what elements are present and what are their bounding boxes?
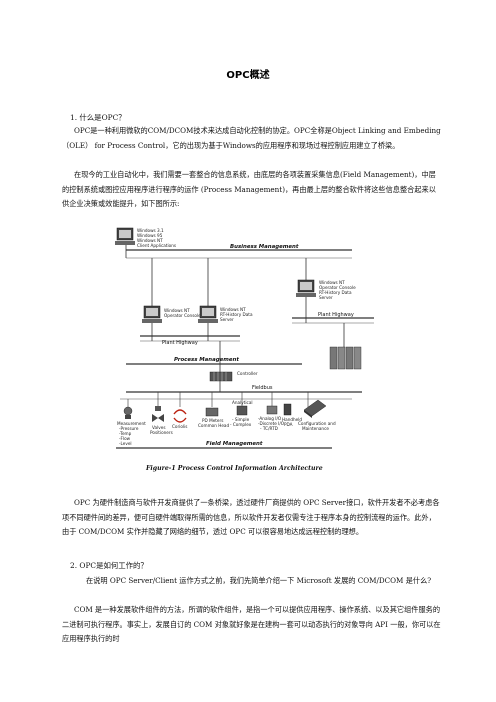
handheld-label: Handheld xyxy=(282,417,302,422)
discrete-io-label: -Discrete I/O xyxy=(258,421,285,426)
section2-paragraph-1: 在说明 OPC Server/Client 运作方式之前，我们先简单介绍一下 M… xyxy=(86,576,432,585)
positioners-label: Positioners xyxy=(150,430,173,435)
measurement-temp: -Temp xyxy=(119,431,132,436)
analyzer-icon xyxy=(236,405,248,416)
section1-paragraph-1: OPC是一种利用微软的COM/DCOM技术来达成自动化控制的协定。OPC全称是O… xyxy=(62,126,441,150)
mid-left-pc-line-2: Operator Console xyxy=(164,313,201,318)
analytical-label: Analytical xyxy=(232,400,253,405)
section1-heading: 1. 什么是OPC？ xyxy=(70,113,126,122)
process-control-architecture-figure: Business Management Windows 3.1 Windows … xyxy=(112,222,384,484)
tc-rtd-label: - TC/RTD xyxy=(260,426,278,431)
client-pc-line-2: Windows 95 xyxy=(137,233,163,238)
maintenance-label: Maintenance xyxy=(302,426,329,431)
section1-paragraph-2: 在现今的工业自动化中，我们需要一套整合的信息系统，由底层的各项装置采集信息(Fi… xyxy=(62,170,436,209)
coriolis-meter-icon xyxy=(173,409,187,423)
pd-meter-icon xyxy=(205,407,219,417)
analog-io-label: -Analog I/O xyxy=(258,416,282,421)
mid-right-pc-line-2: RT-History Data xyxy=(220,312,253,317)
coriolis-label: Coriolis xyxy=(172,424,187,429)
figure-caption: Figure-1 Process Control Information Arc… xyxy=(145,465,323,472)
pd-meters-label: PD Meters xyxy=(202,418,223,423)
analytical-complex: - Complex xyxy=(230,422,252,427)
business-management-label: Business Management xyxy=(230,244,299,250)
process-management-label: Process Management xyxy=(174,357,239,363)
measurement-pressure: -Pressure xyxy=(119,426,139,431)
measurement-level: -Level xyxy=(119,441,132,446)
configuration-label: Configuration and xyxy=(298,421,336,426)
section2-paragraph-2: COM 是一种发展软件组件的方法，所谓的软件组件，是指一个可以提供应用程序、操作… xyxy=(62,605,441,644)
operator-console-pc-mid-icon xyxy=(142,305,162,323)
client-pc-icon xyxy=(115,227,135,245)
architecture-diagram: Business Management Windows 3.1 Windows … xyxy=(115,227,374,472)
operator-console-pc-right-icon xyxy=(296,279,316,297)
laptop-icon xyxy=(303,399,327,418)
measurement-label: Measurement xyxy=(117,421,146,426)
valves-label: Valves xyxy=(152,425,166,430)
mid-left-pc-line-1: Windows NT xyxy=(164,308,190,313)
rt-history-server-pc-icon xyxy=(198,305,218,323)
client-pc-line-4: Client Applications xyxy=(137,243,176,248)
plant-highway-right-label: Plant Highway xyxy=(318,312,354,318)
plant-highway-left-label: Plant Highway xyxy=(162,340,198,346)
field-management-label: Field Management xyxy=(206,441,263,447)
control-cabinet-icons xyxy=(329,346,362,370)
client-pc-line-3: Windows NT xyxy=(137,238,163,243)
page-title: OPC概述 xyxy=(226,70,270,81)
pda-label: PDA xyxy=(284,422,293,427)
common-head-label: Common Head xyxy=(198,423,229,428)
measurement-flow: -Flow xyxy=(119,436,131,441)
right-pc-line-3: RT-History Data xyxy=(319,290,352,295)
handheld-pda-icon xyxy=(283,403,292,416)
io-module-icon xyxy=(266,405,278,415)
controller-icon xyxy=(209,371,233,382)
mid-right-pc-line-1: Windows NT xyxy=(220,307,246,312)
controller-label: Controller xyxy=(237,371,258,376)
fieldbus-label: Fieldbus xyxy=(252,385,273,391)
analytical-simple: - Simple xyxy=(232,417,250,422)
mid-right-pc-line-3: Server xyxy=(220,317,234,322)
section2-heading: 2. OPC是如何工作的？ xyxy=(70,561,148,570)
measurement-transmitter-icon xyxy=(123,406,133,419)
section1-paragraph-3: OPC 为硬件制造商与软件开发商提供了一条桥梁，透过硬件厂商提供的 OPC Se… xyxy=(62,498,440,537)
right-pc-line-4: Server xyxy=(319,295,333,300)
client-pc-line-1: Windows 3.1 xyxy=(137,228,164,233)
valve-positioner-icon xyxy=(152,406,164,422)
right-pc-line-1: Windows NT xyxy=(319,280,345,285)
right-pc-line-2: Operator Console xyxy=(319,285,356,290)
